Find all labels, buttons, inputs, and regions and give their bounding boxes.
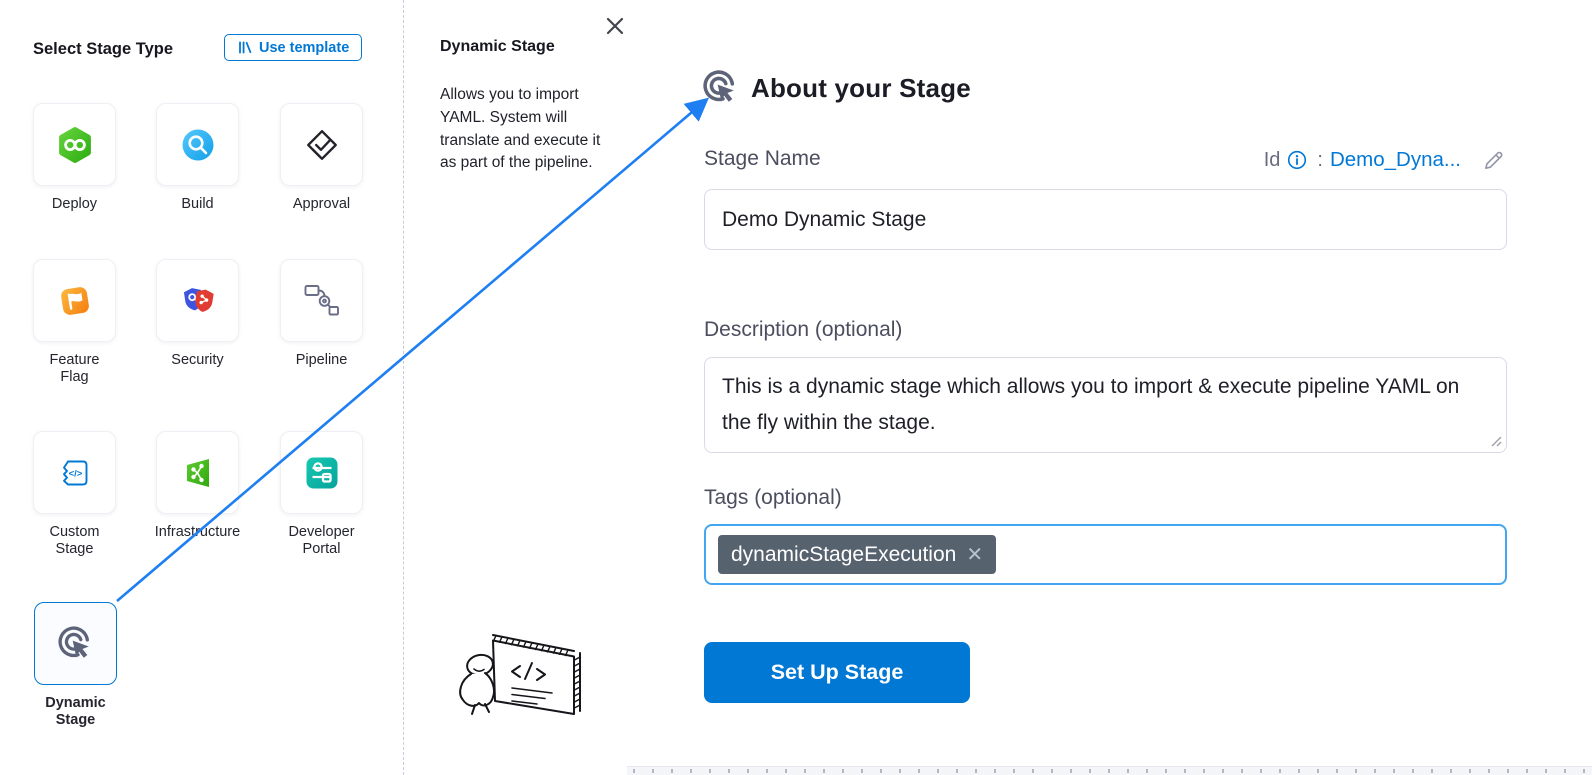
stage-label-deploy: Deploy xyxy=(4,196,145,213)
dynamic-stage-icon xyxy=(56,624,96,664)
info-panel-description: Allows you to import YAML. System will t… xyxy=(440,84,614,175)
deploy-icon xyxy=(55,125,95,165)
developer-portal-icon xyxy=(303,454,341,492)
dynamic-stage-heading-icon xyxy=(701,68,741,108)
stage-cell-custom-stage: </> Custom Stage xyxy=(33,431,116,558)
stage-label-infrastructure: Infrastructure xyxy=(127,524,268,541)
stage-id-value: Demo_Dyna... xyxy=(1330,148,1461,172)
stage-cell-developer-portal: Developer Portal xyxy=(280,431,363,558)
stage-label-build: Build xyxy=(127,196,268,213)
stage-id-row: Id : Demo_Dyna... xyxy=(1264,148,1505,172)
stage-name-input[interactable] xyxy=(704,189,1507,250)
stage-label-approval: Approval xyxy=(251,196,392,213)
info-panel-title: Dynamic Stage xyxy=(440,38,555,56)
canvas-dot-grid xyxy=(633,769,1592,773)
info-icon[interactable] xyxy=(1287,150,1307,170)
stage-tile-approval[interactable] xyxy=(280,103,363,186)
stage-label-dynamic-stage: Dynamic Stage xyxy=(5,695,146,729)
stage-tile-infrastructure[interactable] xyxy=(156,431,239,514)
stage-type-panel: Select Stage Type Use template Deploy xyxy=(0,0,404,775)
tags-label: Tags (optional) xyxy=(704,486,842,510)
build-icon xyxy=(179,126,217,164)
stage-cell-feature-flag: Feature Flag xyxy=(33,259,116,386)
id-colon: : xyxy=(1317,149,1323,172)
stage-tile-developer-portal[interactable] xyxy=(280,431,363,514)
pipeline-icon xyxy=(304,284,340,318)
stage-label-pipeline: Pipeline xyxy=(251,352,392,369)
description-label: Description (optional) xyxy=(704,318,902,342)
stage-label-security: Security xyxy=(127,352,268,369)
edit-pencil-icon[interactable] xyxy=(1482,149,1505,172)
presenter-illustration xyxy=(448,608,598,728)
tag-chip: dynamicStageExecution ✕ xyxy=(718,535,996,574)
approval-icon xyxy=(304,127,340,163)
stage-tile-custom-stage[interactable]: </> xyxy=(33,431,116,514)
stage-cell-dynamic-stage: Dynamic Stage xyxy=(34,602,117,729)
tag-remove-icon[interactable]: ✕ xyxy=(966,545,983,565)
use-template-button[interactable]: Use template xyxy=(224,34,362,61)
custom-stage-icon: </> xyxy=(57,456,93,490)
pipeline-canvas-strip xyxy=(627,766,1592,775)
about-stage-title: About your Stage xyxy=(751,73,971,104)
stage-cell-infrastructure: Infrastructure xyxy=(156,431,239,541)
stage-label-feature-flag: Feature Flag xyxy=(4,352,145,386)
template-library-icon xyxy=(237,40,252,55)
set-up-stage-button[interactable]: Set Up Stage xyxy=(704,642,970,703)
stage-label-custom-stage: Custom Stage xyxy=(4,524,145,558)
description-textarea[interactable]: This is a dynamic stage which allows you… xyxy=(704,357,1507,453)
feature-flag-icon xyxy=(55,281,95,321)
close-icon[interactable] xyxy=(604,15,626,37)
tags-input[interactable]: dynamicStageExecution ✕ xyxy=(704,524,1507,585)
stage-tile-feature-flag[interactable] xyxy=(33,259,116,342)
stage-cell-deploy: Deploy xyxy=(33,103,116,213)
infrastructure-icon xyxy=(180,455,216,491)
security-icon xyxy=(178,281,218,321)
use-template-label: Use template xyxy=(259,40,349,56)
stage-tile-pipeline[interactable] xyxy=(280,259,363,342)
about-stage-heading-row: About your Stage xyxy=(701,68,971,108)
tag-text: dynamicStageExecution xyxy=(731,543,956,567)
stage-cell-security: Security xyxy=(156,259,239,369)
id-label: Id xyxy=(1264,149,1281,172)
stage-cell-build: Build xyxy=(156,103,239,213)
panel-title: Select Stage Type xyxy=(33,40,173,59)
stage-tile-build[interactable] xyxy=(156,103,239,186)
stage-label-developer-portal: Developer Portal xyxy=(251,524,392,558)
stage-tile-deploy[interactable] xyxy=(33,103,116,186)
stage-tile-dynamic-stage[interactable] xyxy=(34,602,117,685)
stage-cell-approval: Approval xyxy=(280,103,363,213)
stage-tile-security[interactable] xyxy=(156,259,239,342)
stage-cell-pipeline: Pipeline xyxy=(280,259,363,369)
svg-text:</>: </> xyxy=(68,468,82,479)
stage-name-label: Stage Name xyxy=(704,147,821,171)
